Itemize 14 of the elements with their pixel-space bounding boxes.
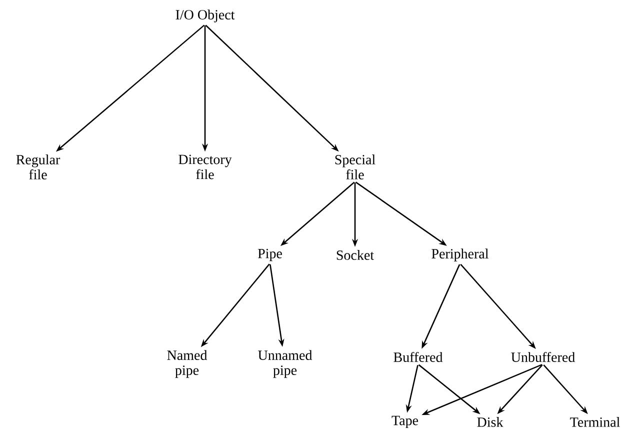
- node-label: Buffered: [394, 352, 443, 362]
- node-label: Pipe: [258, 248, 282, 262]
- node-label: Unbuffered: [511, 352, 575, 362]
- node-label: Terminal: [570, 417, 620, 427]
- node-label: Special file: [335, 154, 376, 180]
- node-label: Regular file: [16, 154, 60, 180]
- node-label: Unnamed pipe: [258, 350, 312, 378]
- node-label: Disk: [477, 417, 504, 427]
- node-label: Directory file: [178, 154, 232, 180]
- node-label: Socket: [336, 250, 374, 260]
- node-label: I/O Object: [176, 10, 235, 22]
- node-label: Tape: [392, 416, 418, 428]
- node-label: Peripheral: [432, 248, 488, 262]
- node-label: Named pipe: [167, 350, 208, 378]
